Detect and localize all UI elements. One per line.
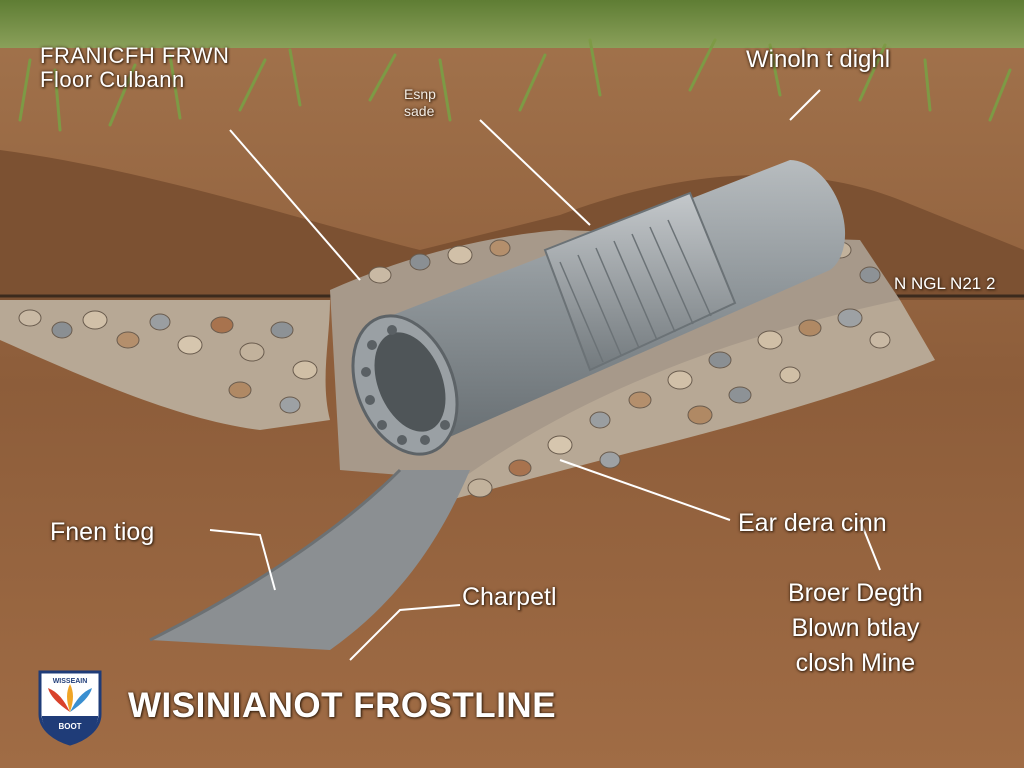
left-label: Fnen tiog [50, 518, 155, 546]
grass-blades [18, 38, 1012, 132]
frostline-banner: WISINIANOT FROSTLINE [128, 686, 557, 725]
logo-bottom-text: BOOT [58, 722, 81, 731]
title-line-1: FRANICFH FRWN [40, 43, 230, 68]
gravel-band-right [450, 300, 935, 500]
liner-edge [149, 468, 402, 642]
small-label-line-2: sade [404, 103, 435, 119]
leader-lines [209, 89, 881, 661]
coupling-ribs [559, 219, 712, 363]
small-label-line-1: Esnp [404, 86, 436, 102]
title-label: FRANICFH FRWN Floor Culbann [40, 44, 229, 92]
small-label: Esnp sade [404, 86, 436, 120]
pipe-perforations [361, 325, 450, 445]
drain-pipe [351, 160, 846, 456]
depth-note-line-3: closh Mine [795, 649, 916, 677]
depth-marker-label: N NGL N21 2 [894, 274, 996, 293]
depth-note-line-1: Broer Degth [788, 579, 923, 607]
logo-top-text: WISSEAIN [53, 678, 88, 685]
grass-strip [0, 0, 1024, 48]
title-line-2: Floor Culbann [40, 67, 185, 92]
gravel-band-left [0, 300, 330, 430]
gravel-label: Ear dera cinn [738, 509, 887, 537]
liner-label: Charpetl [462, 583, 557, 611]
top-right-label: Winoln t dighl [746, 46, 891, 73]
shield-logo-icon: WISSEAIN BOOT [38, 670, 102, 746]
pipe-coupling [543, 191, 737, 372]
fabric-liner [150, 470, 470, 650]
gravel-stones [18, 239, 891, 498]
depth-note-line-2: Blown btlay [791, 614, 920, 642]
depth-note: Broer Degth Blown btlay closh Mine [788, 576, 923, 681]
pipe-interior [374, 332, 446, 432]
